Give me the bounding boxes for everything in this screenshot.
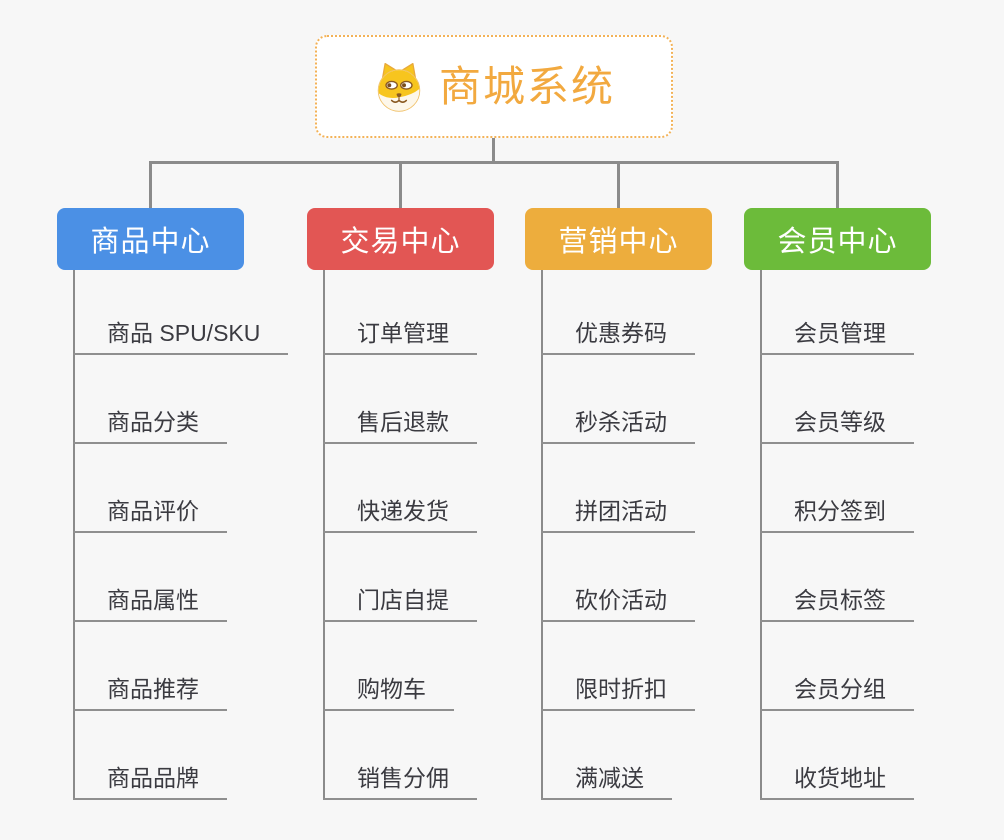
leaf-row: 商品评价 [57,444,327,533]
leaf-topic[interactable]: 秒杀活动 [541,411,695,444]
leaf-row: 门店自提 [307,533,577,622]
connector-drop-trade-center [399,163,402,208]
leaf-topic[interactable]: 收货地址 [760,767,914,800]
leaf-topic[interactable]: 满减送 [541,767,672,800]
leaf-row: 会员标签 [744,533,1004,622]
leaf-topic[interactable]: 会员管理 [760,322,914,355]
leaf-column-marketing-center: 优惠券码 秒杀活动 拼团活动 砍价活动 限时折扣 满减送 [525,270,795,800]
connector-drop-marketing-center [617,163,620,208]
connector-drop-member-center [836,163,839,208]
shiba-dog-face-icon [373,60,425,114]
leaf-row: 积分签到 [744,444,1004,533]
branch-node-member-center[interactable]: 会员中心 [744,208,931,270]
branch-label: 会员中心 [777,226,898,258]
connector-drop-product-center [149,163,152,208]
connector-bus [149,161,839,164]
leaf-topic[interactable]: 商品品牌 [73,767,227,800]
leaf-topic[interactable]: 购物车 [323,678,454,711]
leaf-row: 订单管理 [307,270,577,355]
leaf-row: 砍价活动 [525,533,795,622]
leaf-topic[interactable]: 商品评价 [73,500,227,533]
leaf-topic[interactable]: 门店自提 [323,589,477,622]
leaf-topic[interactable]: 商品 SPU/SKU [73,322,289,355]
leaf-row: 商品推荐 [57,622,327,711]
leaf-row: 商品品牌 [57,711,327,800]
leaf-topic[interactable]: 订单管理 [323,322,477,355]
leaf-topic[interactable]: 快递发货 [323,500,477,533]
leaf-row: 购物车 [307,622,577,711]
leaf-topic[interactable]: 商品推荐 [73,678,227,711]
leaf-topic[interactable]: 限时折扣 [541,678,695,711]
leaf-topic[interactable]: 优惠券码 [541,322,695,355]
leaf-topic[interactable]: 砍价活动 [541,589,695,622]
leaf-row: 优惠券码 [525,270,795,355]
branch-node-product-center[interactable]: 商品中心 [57,208,244,270]
connector-root-drop [492,137,495,163]
branch-label: 营销中心 [558,226,679,258]
branch-node-marketing-center[interactable]: 营销中心 [525,208,712,270]
leaf-topic[interactable]: 积分签到 [760,500,914,533]
leaf-row: 商品属性 [57,533,327,622]
leaf-topic[interactable]: 拼团活动 [541,500,695,533]
leaf-row: 售后退款 [307,355,577,444]
leaf-topic[interactable]: 销售分佣 [323,767,477,800]
column-spine [541,270,543,800]
leaf-row: 会员等级 [744,355,1004,444]
leaf-row: 快递发货 [307,444,577,533]
leaf-row: 会员分组 [744,622,1004,711]
leaf-topic[interactable]: 会员等级 [760,411,914,444]
column-spine [73,270,75,800]
leaf-row: 限时折扣 [525,622,795,711]
leaf-row: 商品 SPU/SKU [57,270,327,355]
root-node-mall-system[interactable]: 商城系统 [315,35,673,138]
column-spine [760,270,762,800]
leaf-topic[interactable]: 会员分组 [760,678,914,711]
leaf-row: 满减送 [525,711,795,800]
leaf-column-trade-center: 订单管理 售后退款 快递发货 门店自提 购物车 销售分佣 [307,270,577,800]
leaf-column-member-center: 会员管理 会员等级 积分签到 会员标签 会员分组 收货地址 [744,270,1004,800]
leaf-row: 秒杀活动 [525,355,795,444]
branch-label: 交易中心 [340,226,461,258]
branch-label: 商品中心 [90,226,211,258]
branch-node-trade-center[interactable]: 交易中心 [307,208,494,270]
leaf-topic[interactable]: 售后退款 [323,411,477,444]
leaf-topic[interactable]: 商品属性 [73,589,227,622]
leaf-row: 收货地址 [744,711,1004,800]
leaf-column-product-center: 商品 SPU/SKU 商品分类 商品评价 商品属性 商品推荐 商品品牌 [57,270,327,800]
root-title: 商城系统 [438,62,615,110]
leaf-topic[interactable]: 商品分类 [73,411,227,444]
column-spine [323,270,325,800]
leaf-row: 商品分类 [57,355,327,444]
leaf-row: 拼团活动 [525,444,795,533]
leaf-row: 会员管理 [744,270,1004,355]
leaf-row: 销售分佣 [307,711,577,800]
leaf-topic[interactable]: 会员标签 [760,589,914,622]
